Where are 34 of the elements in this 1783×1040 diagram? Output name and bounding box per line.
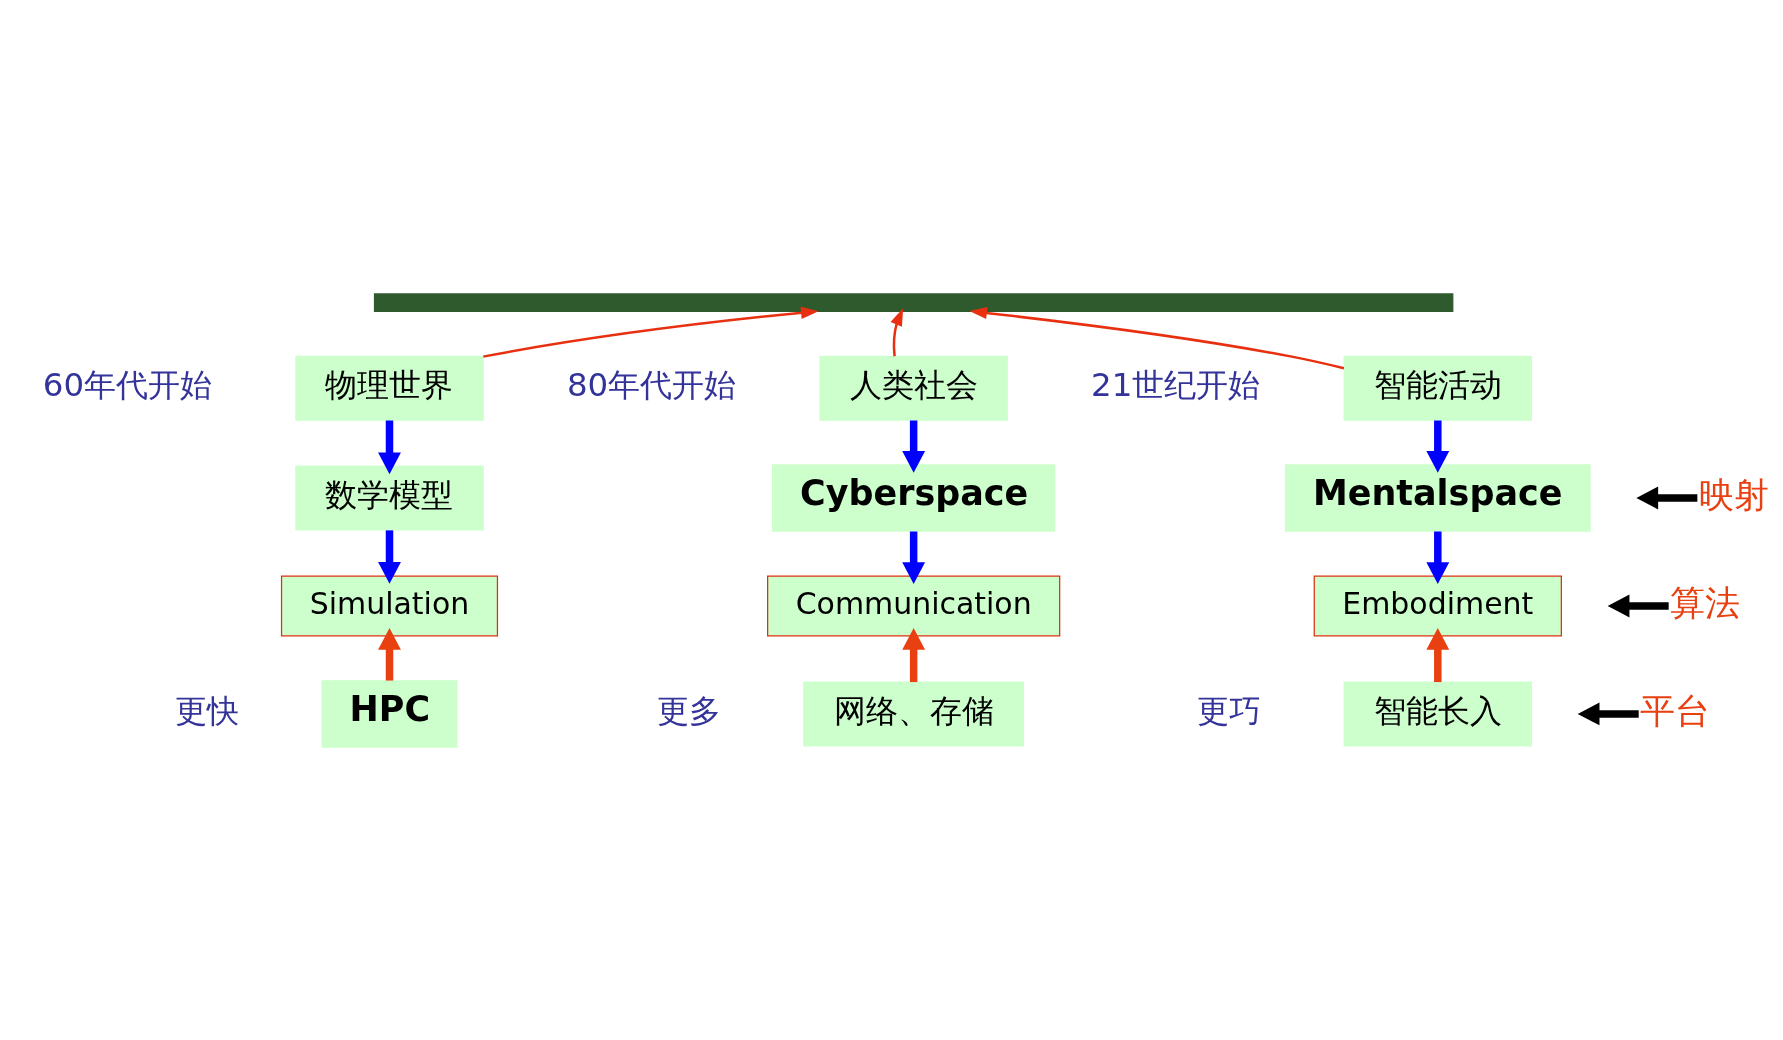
node-label: 更巧 (1197, 691, 1262, 730)
node-bar (373, 292, 1454, 312)
node-box: Embodiment (1313, 574, 1562, 637)
arrow (378, 529, 401, 584)
arrow (1426, 531, 1450, 584)
node-label: 更快 (175, 691, 240, 730)
arrow (890, 307, 904, 356)
node-box: 物理世界 (295, 355, 484, 421)
node-label: 21世纪开始 (1091, 365, 1261, 404)
node-box: 人类社会 (819, 355, 1008, 421)
node-box: Simulation (280, 574, 499, 637)
arrow (483, 306, 819, 358)
arrow (969, 306, 1345, 369)
node-text: 算法 (1669, 582, 1740, 623)
node-box: HPC (321, 679, 458, 748)
arrow (902, 420, 926, 473)
node-box: Communication (767, 574, 1061, 637)
node-box: Cyberspace (772, 463, 1056, 532)
arrow (1426, 627, 1450, 682)
arrow (378, 420, 401, 474)
node-text: 映射 (1698, 474, 1769, 515)
arrow (902, 627, 926, 682)
node-box: 数学模型 (295, 465, 484, 530)
node-box: 智能活动 (1343, 355, 1533, 421)
arrow (378, 627, 401, 681)
arrow (1426, 420, 1450, 473)
node-label: 80年代开始 (566, 365, 737, 404)
arrow (902, 531, 926, 584)
node-box: Mentalspace (1284, 463, 1591, 532)
node-text: 平台 (1639, 690, 1710, 731)
node-box: 网络、存储 (803, 681, 1025, 746)
node-box: 智能长入 (1343, 681, 1533, 746)
node-label: 更多 (657, 691, 722, 730)
node-label: 60年代开始 (42, 365, 213, 404)
